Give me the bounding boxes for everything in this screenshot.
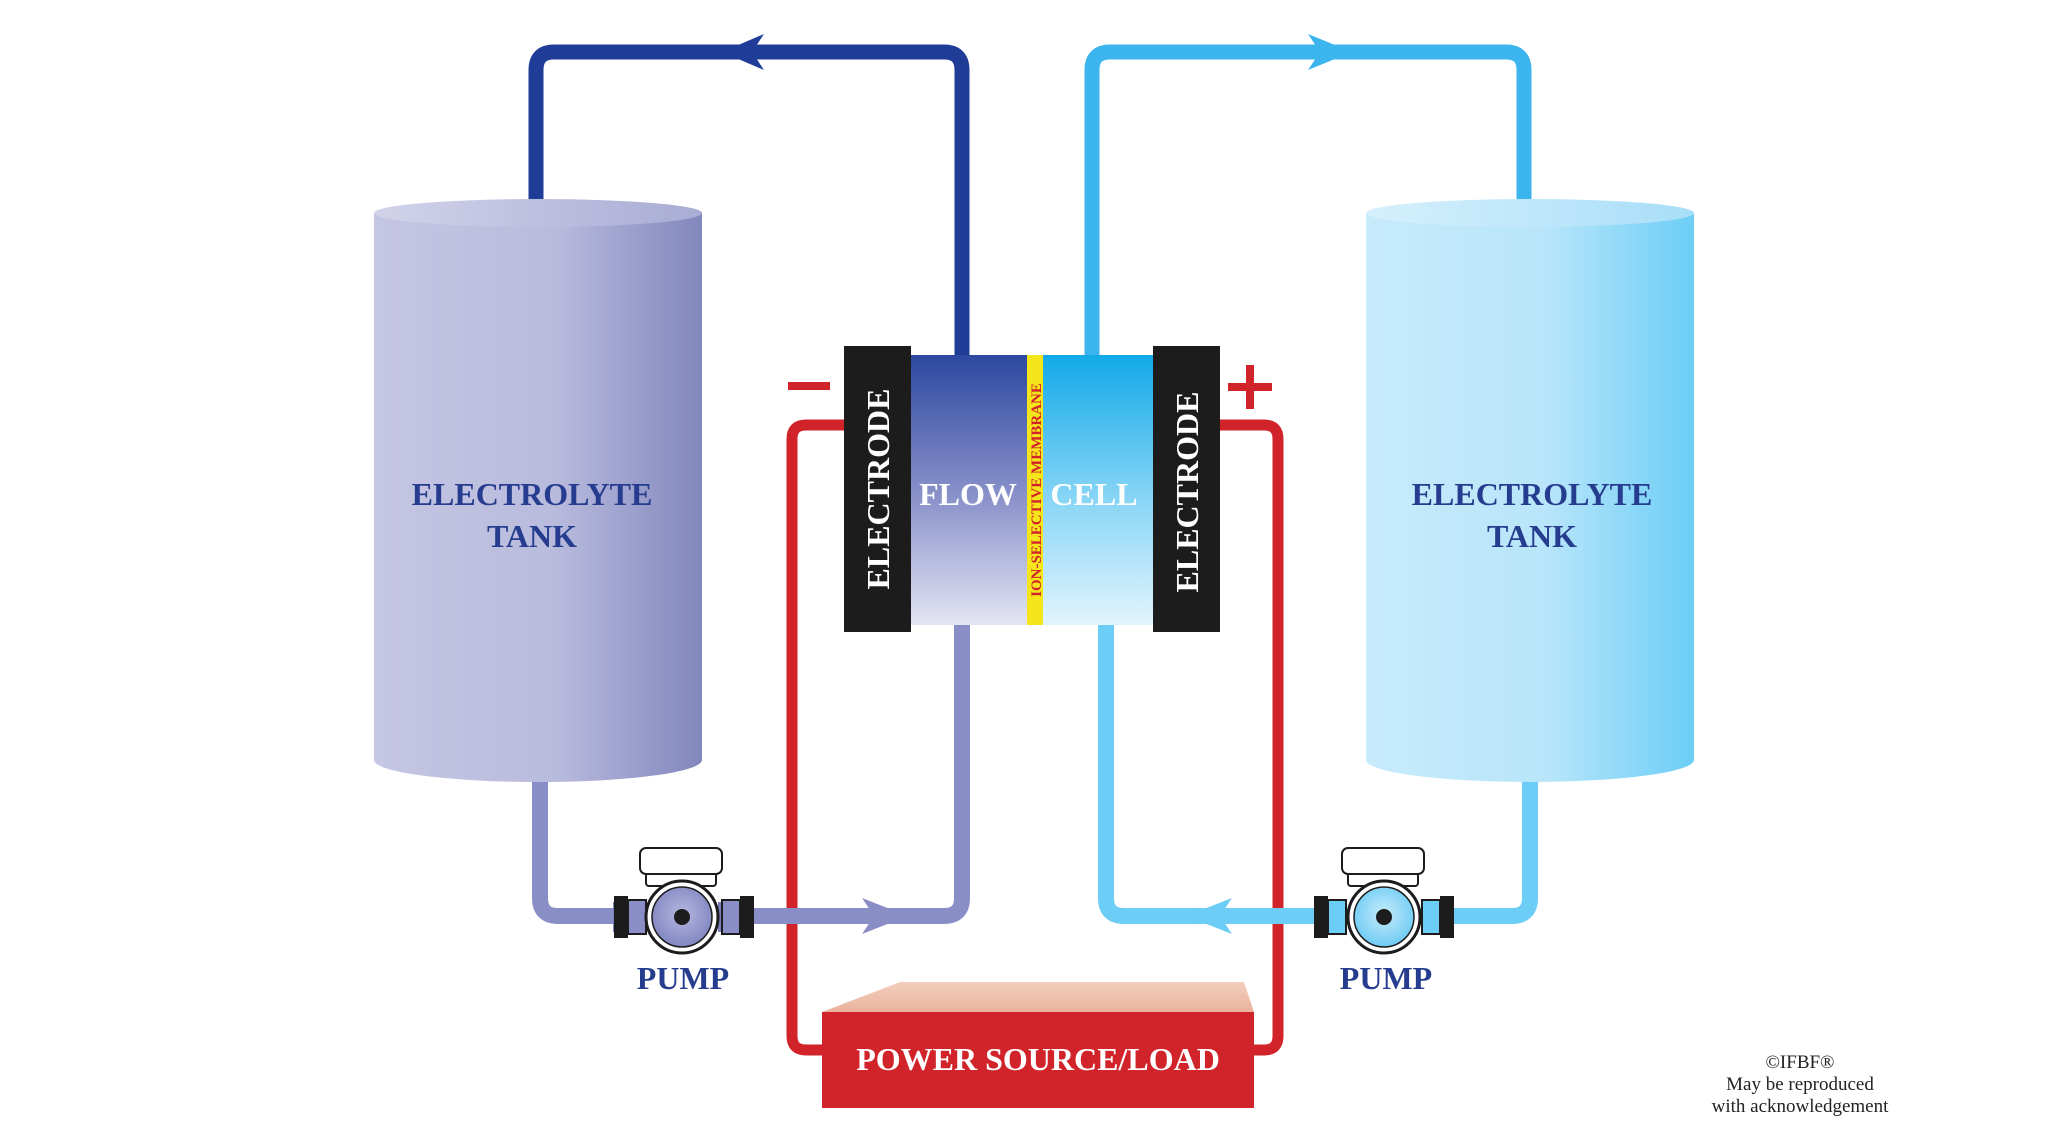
right-electrode xyxy=(1153,346,1220,632)
pump-icon xyxy=(1314,847,1454,955)
copyright-line: ©IFBF® xyxy=(1765,1052,1835,1073)
dark-blue-return-pipe xyxy=(528,34,970,360)
right-tank-label-line2: TANK xyxy=(1487,518,1577,554)
electrical-circuit xyxy=(786,419,1284,1056)
negative-terminal xyxy=(788,382,830,390)
membrane-label: ION-SELECTIVE MEMBRANE xyxy=(1029,383,1045,597)
left-electrode-label: ELECTRODE xyxy=(860,389,896,590)
minus-sign-icon xyxy=(788,382,830,390)
pump-icon xyxy=(613,847,754,955)
right-electrode-label: ELECTRODE xyxy=(1169,392,1205,593)
copyright-notice: ©IFBF® May be reproduced with acknowledg… xyxy=(1670,1052,1930,1118)
ion-selective-membrane xyxy=(1027,355,1043,625)
right-arrow-icon xyxy=(1308,34,1352,70)
right-pump: PUMP xyxy=(1314,847,1454,996)
left-electrode xyxy=(844,346,911,632)
power-source-label: POWER SOURCE/LOAD xyxy=(856,1041,1220,1077)
reproduction-line: May be reproduced xyxy=(1726,1074,1874,1095)
acknowledgement-line: with acknowledgement xyxy=(1711,1096,1889,1117)
negative-half-cell xyxy=(910,355,1028,625)
right-electrolyte-tank: ELECTROLYTE TANK xyxy=(1366,199,1694,782)
positive-half-cell xyxy=(1042,355,1154,625)
left-pump: PUMP xyxy=(613,847,754,996)
left-arrow-icon xyxy=(722,34,764,70)
right-arrow-icon xyxy=(862,898,908,934)
left-electrolyte-tank: ELECTROLYTE TANK xyxy=(374,199,702,782)
left-tank-label-line1: ELECTROLYTE xyxy=(412,476,653,512)
light-blue-supply-pipe xyxy=(1084,34,1532,360)
positive-terminal xyxy=(1228,365,1272,409)
left-pump-label: PUMP xyxy=(637,960,729,996)
power-source-load: POWER SOURCE/LOAD xyxy=(822,982,1254,1108)
cell-label: CELL xyxy=(1050,476,1137,512)
right-pump-label: PUMP xyxy=(1340,960,1432,996)
flow-label: FLOW xyxy=(919,476,1017,512)
left-arrow-icon xyxy=(1186,898,1232,934)
flow-cell: ION-SELECTIVE MEMBRANE ELECTRODE ELECTRO… xyxy=(844,346,1220,632)
right-tank-label-line1: ELECTROLYTE xyxy=(1412,476,1653,512)
left-tank-label-line2: TANK xyxy=(487,518,577,554)
